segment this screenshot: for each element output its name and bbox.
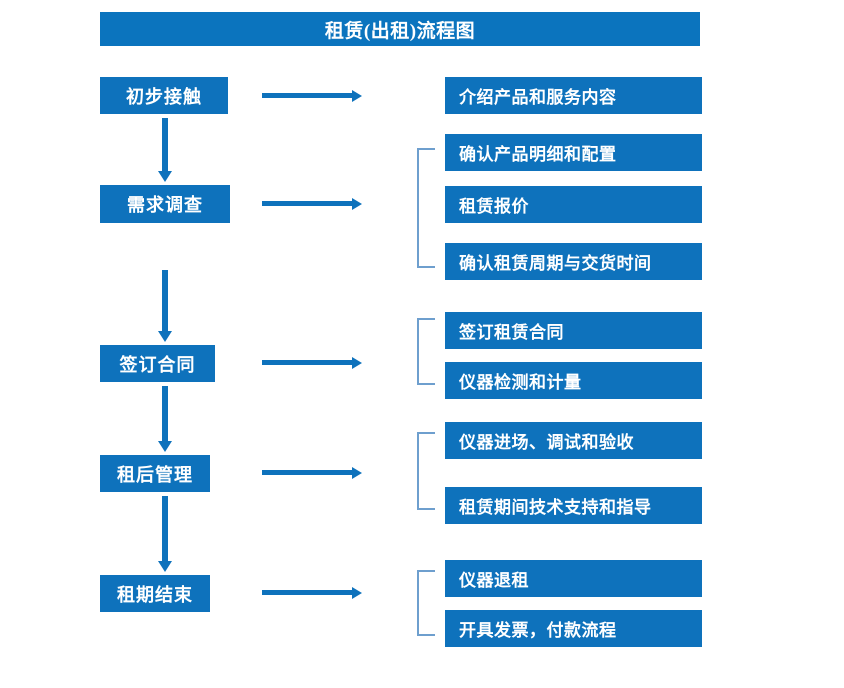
detail-box-3-label: 租赁报价 [459,197,529,216]
arrow-shaft [262,360,353,365]
vertical-arrow-3-to-4 [153,386,177,452]
detail-box-3[interactable]: 租赁报价 [445,186,702,223]
stage-box-3-label: 签订合同 [119,354,196,375]
horizontal-arrow-stage-1 [262,88,362,104]
arrow-shaft [162,270,168,332]
stage-box-4[interactable]: 租后管理 [100,455,210,492]
detail-box-2-label: 确认产品明细和配置 [459,145,617,164]
page-title: 租赁(出租)流程图 [324,20,476,42]
stage-box-3[interactable]: 签订合同 [100,345,215,382]
stage-box-5[interactable]: 租期结束 [100,575,210,612]
arrow-head-right-icon [352,587,362,599]
vertical-arrow-1-to-2 [153,118,177,182]
stage-box-1-label: 初步接触 [126,86,202,107]
detail-box-5[interactable]: 签订租赁合同 [445,312,702,349]
arrow-head-right-icon [352,467,362,479]
arrow-head-down-icon [158,441,172,452]
horizontal-arrow-stage-3 [262,355,362,371]
detail-box-4-label: 确认租赁周期与交货时间 [459,254,652,273]
arrow-shaft [162,118,168,172]
detail-box-8[interactable]: 租赁期间技术支持和指导 [445,487,702,524]
detail-box-7-label: 仪器进场、调试和验收 [459,433,634,452]
detail-box-10[interactable]: 开具发票，付款流程 [445,610,702,647]
detail-box-2[interactable]: 确认产品明细和配置 [445,134,702,171]
arrow-shaft [162,386,168,442]
detail-box-6-label: 仪器检测和计量 [459,373,582,392]
chart-title-bar: 租赁(出租)流程图 [100,12,700,46]
stage-box-2-label: 需求调查 [127,195,203,215]
arrow-shaft [262,201,353,206]
horizontal-arrow-stage-5 [262,585,362,601]
horizontal-arrow-stage-2 [262,196,362,212]
arrow-head-right-icon [352,357,362,369]
arrow-head-right-icon [352,198,362,210]
vertical-arrow-2-to-3 [153,270,177,342]
group-bracket-3 [417,318,435,385]
detail-box-4[interactable]: 确认租赁周期与交货时间 [445,243,702,280]
arrow-head-down-icon [158,171,172,182]
arrow-shaft [162,496,168,562]
detail-box-6[interactable]: 仪器检测和计量 [445,362,702,399]
arrow-shaft [262,93,353,98]
stage-box-2[interactable]: 需求调查 [100,185,230,223]
group-bracket-4 [417,432,435,510]
detail-box-1[interactable]: 介绍产品和服务内容 [445,77,702,114]
arrow-head-right-icon [352,90,362,102]
detail-box-5-label: 签订租赁合同 [459,323,564,342]
stage-box-5-label: 租期结束 [117,584,193,605]
arrow-shaft [262,590,353,595]
vertical-arrow-4-to-5 [153,496,177,572]
horizontal-arrow-stage-4 [262,465,362,481]
detail-box-8-label: 租赁期间技术支持和指导 [459,498,652,517]
group-bracket-5 [417,570,435,636]
detail-box-7[interactable]: 仪器进场、调试和验收 [445,422,702,459]
arrow-head-down-icon [158,561,172,572]
stage-box-4-label: 租后管理 [117,464,193,485]
detail-box-9-label: 仪器退租 [459,571,529,590]
detail-box-1-label: 介绍产品和服务内容 [459,88,617,107]
arrow-head-down-icon [158,331,172,342]
arrow-shaft [262,470,353,475]
detail-box-9[interactable]: 仪器退租 [445,560,702,597]
group-bracket-2 [417,148,435,268]
stage-box-1[interactable]: 初步接触 [100,77,228,114]
detail-box-10-label: 开具发票，付款流程 [459,621,617,640]
